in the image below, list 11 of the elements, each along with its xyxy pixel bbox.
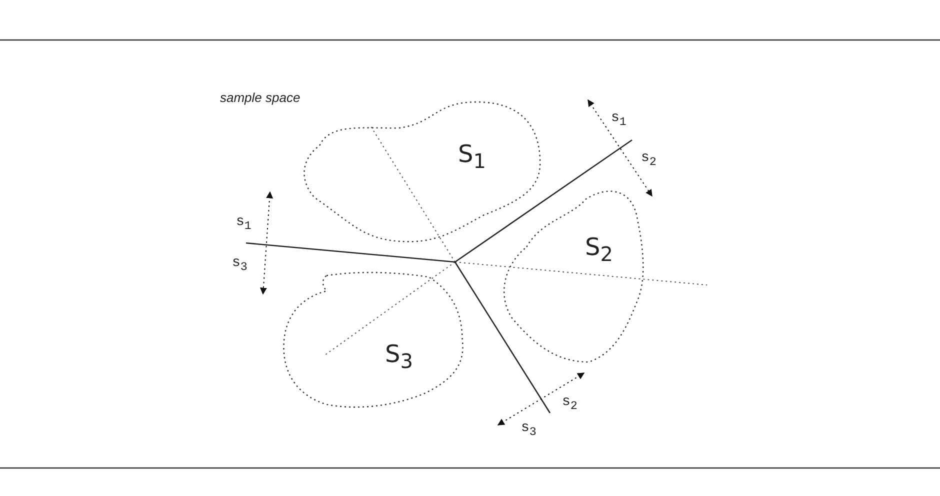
class-label: s$_{2}$ [562,395,578,412]
class-label: s$_{3}$ [521,421,536,438]
class-label: s$_{3}$ [232,256,248,274]
class-label: s$_{1}$ [611,111,626,128]
diagram-title-label: sample space [220,91,300,104]
dotted-region [280,270,466,410]
region-label: S$_{2}$ [585,235,613,264]
region-label: S$_{1}$ [458,142,486,171]
class-label: s$_{1}$ [236,215,252,232]
region-label: S$_{3}$ [385,342,413,371]
class-label: s$_{2}$ [641,151,656,168]
